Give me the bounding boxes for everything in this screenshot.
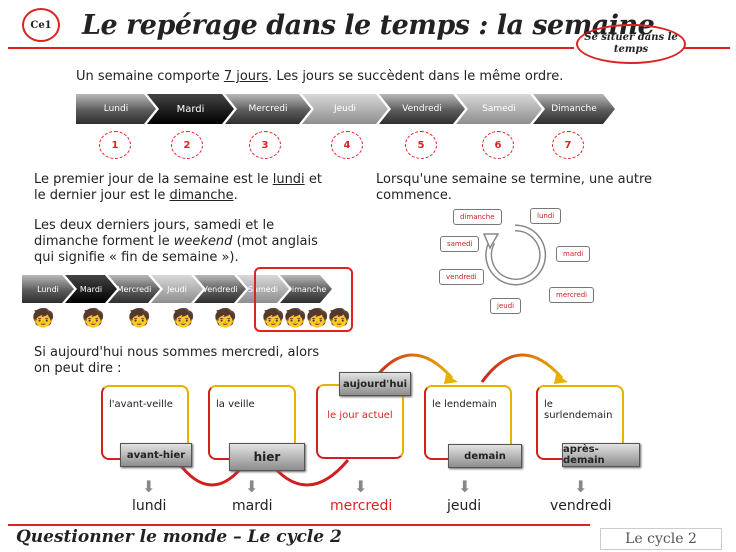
day-word-mercredi: mercredi xyxy=(330,498,393,514)
down-arrow-icon: ⬇ xyxy=(245,477,259,496)
header-divider xyxy=(8,47,574,49)
child-figure-icon: 🧒 xyxy=(32,308,55,329)
day-number: 1 xyxy=(99,131,131,159)
header-divider-right xyxy=(684,47,730,49)
day-vendredi: Vendredi xyxy=(379,94,465,124)
footer-divider xyxy=(8,524,590,526)
down-arrow-icon: ⬇ xyxy=(574,477,588,496)
down-arrow-icon: ⬇ xyxy=(354,477,368,496)
cycle-day: samedi xyxy=(440,236,480,252)
relative-term: l'avant-veille xyxy=(109,399,173,410)
level-badge: Ce1 xyxy=(22,8,60,42)
wk-day: Lundi xyxy=(22,275,74,303)
level-badge-text: Ce1 xyxy=(30,19,52,31)
weekend-text: Les deux derniers jours, samedi et le di… xyxy=(34,218,334,266)
label-aujourdhui: aujourd'hui xyxy=(339,372,411,396)
intro-emph: 7 jours xyxy=(223,69,269,84)
days-strip: Lundi Mardi Mercredi Jeudi Vendredi Same… xyxy=(76,94,606,124)
intro-before: Un semaine comporte xyxy=(76,69,224,84)
wk-day: Mercredi xyxy=(108,275,160,303)
relative-intro: Si aujourd'hui nous sommes mercredi, alo… xyxy=(34,345,320,376)
intro-after: . Les jours se succèdent dans le même or… xyxy=(268,69,564,84)
day-lundi: Lundi xyxy=(76,94,156,124)
cycle-day: jeudi xyxy=(490,298,522,314)
first-day-word: lundi xyxy=(272,172,305,187)
first-last-p3: . xyxy=(233,188,238,203)
day-number: 7 xyxy=(552,131,584,159)
weekend-strip: Lundi Mardi Mercredi Jeudi Vendredi Same… xyxy=(22,275,323,303)
day-jeudi: Jeudi xyxy=(302,94,388,124)
relative-term: le jour actuel xyxy=(327,410,393,421)
first-last-p2: et le dernier jour est le xyxy=(34,172,322,203)
day-samedi: Samedi xyxy=(456,94,542,124)
weekend-highlight xyxy=(254,267,353,332)
cycle-arrow-icon xyxy=(482,224,547,286)
label-hier: hier xyxy=(229,443,305,471)
cycle-day: mercredi xyxy=(549,287,595,303)
page-title: Le repérage dans le temps : la semaine xyxy=(82,10,655,41)
children-playing-icon: 🧒🧒 xyxy=(306,308,351,329)
intro-text: Un semaine comporte 7 jours. Les jours s… xyxy=(76,69,563,85)
first-last-p1: Le premier jour de la semaine est le xyxy=(34,172,273,187)
label-apres-demain: après-demain xyxy=(562,443,640,467)
label-demain: demain xyxy=(448,444,522,468)
day-number: 2 xyxy=(171,131,203,159)
weekend-p1: Les deux derniers jours, samedi et le di… xyxy=(34,218,275,249)
cycle-text: Lorsqu'une semaine se termine, une autre… xyxy=(376,172,653,203)
child-figure-icon: 🧒 xyxy=(128,308,151,329)
site-logo-text: Le cycle 2 xyxy=(625,531,697,547)
weekend-p2: (mot anglais qui signifie « fin de semai… xyxy=(34,234,318,265)
day-mardi: Mardi xyxy=(147,94,234,124)
down-arrow-icon: ⬇ xyxy=(142,477,156,496)
weekend-word: weekend xyxy=(173,234,233,249)
day-number: 5 xyxy=(405,131,437,159)
day-word-lundi: lundi xyxy=(132,498,167,514)
child-figure-icon: 🧒 xyxy=(172,308,195,329)
child-figure-icon: 🧒 xyxy=(82,308,105,329)
footer-text: Questionner le monde – Le cycle 2 xyxy=(16,527,342,547)
topic-badge: Se situer dans le temps xyxy=(576,24,686,64)
first-last-text: Le premier jour de la semaine est le lun… xyxy=(34,172,334,204)
day-word-mardi: mardi xyxy=(232,498,273,514)
child-figure-icon: 🧒 xyxy=(214,308,237,329)
day-word-jeudi: jeudi xyxy=(447,498,482,514)
relative-term: le surlendemain xyxy=(544,399,613,421)
last-day-word: dimanche xyxy=(169,188,234,203)
relative-term: la veille xyxy=(216,399,255,410)
day-number: 3 xyxy=(249,131,281,159)
children-playing-icon: 🧒🧒 xyxy=(262,308,307,329)
cycle-day: vendredi xyxy=(439,269,484,285)
day-word-vendredi: vendredi xyxy=(550,498,612,514)
down-arrow-icon: ⬇ xyxy=(458,477,472,496)
day-dimanche: Dimanche xyxy=(533,94,615,124)
site-logo: Le cycle 2 xyxy=(600,528,722,550)
day-mercredi: Mercredi xyxy=(225,94,311,124)
label-avant-hier: avant-hier xyxy=(120,443,192,467)
cycle-day: lundi xyxy=(530,208,562,224)
cycle-day: dimanche xyxy=(453,209,502,225)
cycle-day: mardi xyxy=(556,246,591,262)
relative-term: le lendemain xyxy=(432,399,497,410)
day-number: 4 xyxy=(331,131,363,159)
day-number: 6 xyxy=(482,131,514,159)
